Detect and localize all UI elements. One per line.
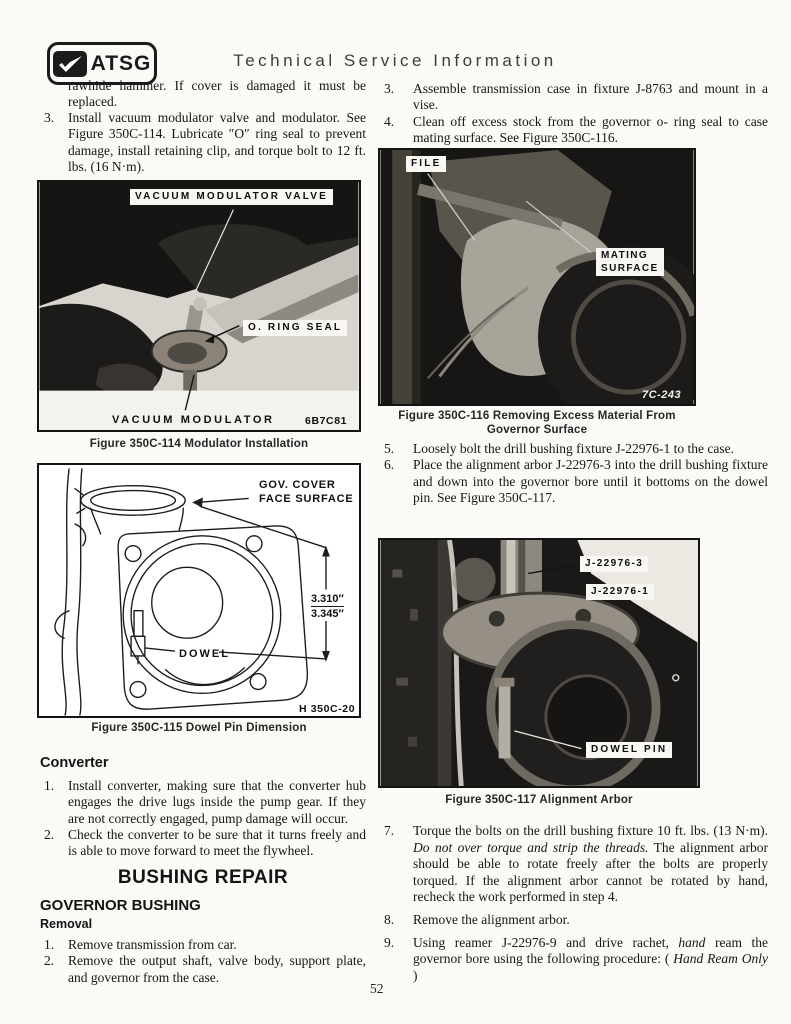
step-text: Clean off excess stock from the governor… bbox=[413, 113, 768, 145]
atsg-logo-text: ATSG bbox=[90, 51, 152, 75]
dimension-callout: 3.310″ 3.345″ bbox=[309, 592, 346, 621]
converter-step-list: 1. Install converter, making sure that t… bbox=[44, 778, 366, 859]
step-item: 7. Torque the bolts on the drill bushing… bbox=[384, 823, 768, 906]
step-item: 1. Install converter, making sure that t… bbox=[44, 778, 366, 827]
dimension-lower-value: 3.345″ bbox=[311, 608, 344, 620]
figure-350C-115-caption: Figure 350C-115 Dowel Pin Dimension bbox=[91, 722, 307, 734]
callout-gov-cover-line2: FACE SURFACE bbox=[259, 493, 354, 505]
step-text: Remove transmission from car. bbox=[68, 937, 237, 952]
step-item: 5. Loosely bolt the drill bushing fixtur… bbox=[384, 441, 768, 457]
step-number: 3. bbox=[384, 81, 395, 96]
figure-350C-116-photo: FILE MATING SURFACE 7C-243 bbox=[378, 148, 696, 406]
governor-bushing-heading: GOVERNOR BUSHING bbox=[40, 897, 201, 914]
figure-350C-117-caption: Figure 350C-117 Alignment Arbor bbox=[445, 794, 633, 806]
step-text-italic-run: Hand Ream Only bbox=[673, 951, 768, 967]
step-text: Install converter, making sure that the … bbox=[68, 778, 366, 826]
step-item: 3. Install vacuum modulator valve and mo… bbox=[44, 110, 366, 175]
dowel-pin-drawing-art bbox=[54, 468, 330, 716]
step-text: Using reamer J-22976-9 and drive rachet,… bbox=[413, 935, 768, 985]
callout-mating-surface: MATING SURFACE bbox=[596, 248, 664, 276]
step-item: 4. Clean off excess stock from the gover… bbox=[384, 114, 768, 147]
step-number: 5. bbox=[384, 441, 395, 456]
step-item: 2. Check the converter to be sure that i… bbox=[44, 827, 366, 860]
step-text-run: ) bbox=[413, 967, 418, 983]
callout-j-22976-3: J-22976-3 bbox=[580, 556, 649, 572]
figure-350C-116-caption: Figure 350C-116 Removing Excess Material… bbox=[378, 409, 696, 437]
caption-line1: Figure 350C-116 Removing Excess Material… bbox=[398, 410, 676, 422]
step-text: Install vacuum modulator valve and modul… bbox=[68, 110, 366, 174]
photo-code-6B7C81: 6B7C81 bbox=[305, 415, 348, 427]
step-text: Check the converter to be sure that it t… bbox=[68, 826, 366, 859]
atsg-logo: ATSG bbox=[47, 42, 157, 85]
bushing-repair-heading: BUSHING REPAIR bbox=[117, 867, 289, 888]
step-number: 2. bbox=[44, 826, 55, 842]
photo-code-7C-243: 7C-243 bbox=[642, 389, 682, 401]
removal-subheading: Removal bbox=[40, 917, 93, 931]
drawing-code-H350C-20: H 350C-20 bbox=[299, 703, 356, 715]
step-text-italic-run: Do not over torque and strip the threads… bbox=[413, 839, 649, 855]
callout-dowel-pin: DOWEL PIN bbox=[586, 742, 673, 758]
step-text-run: The alignment arbor should be able to ro… bbox=[413, 839, 769, 905]
step-list: 5. Loosely bolt the drill bushing fixtur… bbox=[384, 441, 768, 506]
callout-file: FILE bbox=[406, 156, 447, 172]
step-number: 1. bbox=[44, 778, 55, 793]
step-list: 3. Install vacuum modulator valve and mo… bbox=[44, 110, 366, 175]
paragraph-continuation: rawhide hammer. If cover is damaged it m… bbox=[68, 78, 366, 110]
step-item: 1. Remove transmission from car. bbox=[44, 937, 366, 953]
converter-heading: Converter bbox=[40, 755, 109, 771]
step-list: 7. Torque the bolts on the drill bushing… bbox=[384, 823, 768, 984]
figure-350C-115-drawing: GOV. COVER FACE SURFACE 3.310″ 3.345″ DO… bbox=[37, 463, 361, 718]
step-text-italic-run: hand bbox=[678, 934, 706, 950]
step-text: Torque the bolts on the drill bushing fi… bbox=[413, 823, 768, 906]
callout-gov-cover-line1: GOV. COVER bbox=[259, 479, 336, 491]
callout-dowel: DOWEL bbox=[179, 648, 230, 660]
step-number: 4. bbox=[384, 113, 395, 129]
callout-vacuum-modulator: VACUUM MODULATOR bbox=[112, 414, 275, 426]
step-number: 8. bbox=[384, 911, 395, 927]
dimension-upper-value: 3.310″ bbox=[311, 593, 344, 607]
caption-line2: Governor Surface bbox=[486, 424, 588, 436]
step-number: 1. bbox=[44, 937, 55, 952]
page-title: Technical Service Information bbox=[233, 51, 557, 70]
step-number: 7. bbox=[384, 823, 395, 838]
step-text-run: ream the governor bore using the followi… bbox=[413, 934, 768, 967]
step-text: Remove the output shaft, valve body, sup… bbox=[68, 953, 366, 985]
page-number: 52 bbox=[370, 981, 384, 996]
alignment-arbor-photo-art bbox=[380, 540, 698, 786]
figure-350C-114-photo: VACUUM MODULATOR VALVE O. RING SEAL VACU… bbox=[37, 180, 361, 432]
step-text: Assemble transmission case in fixture J-… bbox=[413, 81, 768, 113]
step-text: Place the alignment arbor J-22976-3 into… bbox=[413, 457, 768, 505]
callout-mating-line1: MATING bbox=[601, 250, 649, 261]
atsg-check-icon bbox=[52, 50, 87, 77]
step-number: 2. bbox=[44, 953, 55, 969]
step-text-run: Using reamer J-22976-9 and drive rachet, bbox=[413, 934, 679, 950]
step-text: Loosely bolt the drill bushing fixture J… bbox=[413, 441, 734, 456]
callout-mating-line2: SURFACE bbox=[601, 262, 659, 274]
step-number: 3. bbox=[44, 110, 55, 125]
removal-step-list: 1. Remove transmission from car. 2. Remo… bbox=[44, 937, 366, 986]
step-text-run: Torque the bolts on the drill bushing fi… bbox=[413, 823, 768, 838]
figure-350C-117-photo: J-22976-3 J-22976-1 DOWEL PIN bbox=[378, 538, 700, 788]
step-item: 2. Remove the output shaft, valve body, … bbox=[44, 953, 366, 986]
callout-o-ring-seal: O. RING SEAL bbox=[243, 320, 348, 336]
step-item: 8. Remove the alignment arbor. bbox=[384, 912, 768, 929]
step-item: 3. Assemble transmission case in fixture… bbox=[384, 81, 768, 114]
callout-vacuum-modulator-valve: VACUUM MODULATOR VALVE bbox=[130, 189, 334, 205]
modulator-photo-art bbox=[39, 182, 359, 430]
step-number: 9. bbox=[384, 934, 395, 950]
step-item: 6. Place the alignment arbor J-22976-3 i… bbox=[384, 457, 768, 506]
figure-350C-114-caption: Figure 350C-114 Modulator Installation bbox=[89, 438, 309, 450]
callout-j-22976-1: J-22976-1 bbox=[586, 584, 655, 600]
step-number: 6. bbox=[384, 457, 395, 473]
step-list: 3. Assemble transmission case in fixture… bbox=[384, 81, 768, 146]
step-text: Remove the alignment arbor. bbox=[413, 911, 570, 927]
governor-surface-photo-art bbox=[380, 150, 694, 404]
step-item: 9. Using reamer J-22976-9 and drive rach… bbox=[384, 935, 768, 985]
